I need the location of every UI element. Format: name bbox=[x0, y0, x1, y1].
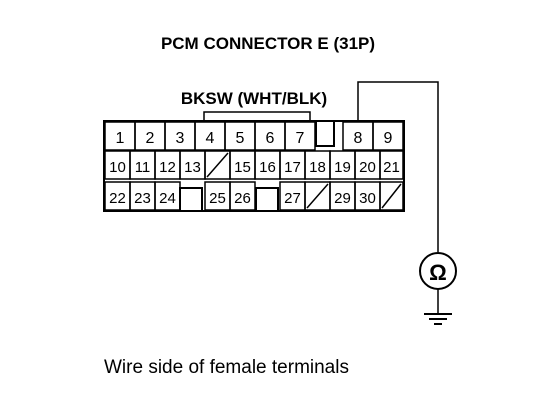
ohm-symbol: Ω bbox=[429, 260, 447, 285]
label-bracket bbox=[203, 111, 311, 122]
keyway-notch bbox=[179, 187, 203, 210]
caption: Wire side of female terminals bbox=[104, 357, 349, 378]
terminal-label: 1 bbox=[116, 130, 125, 147]
terminal-label: 21 bbox=[383, 159, 400, 176]
terminal-label: 11 bbox=[135, 159, 151, 176]
probe-wire bbox=[357, 81, 439, 252]
terminal-label: 4 bbox=[206, 130, 215, 147]
terminal-label: 24 bbox=[159, 190, 176, 207]
terminal-label: 18 bbox=[309, 159, 326, 176]
terminal-label: 22 bbox=[109, 190, 126, 207]
terminal-label: 2 bbox=[146, 130, 155, 147]
terminal-label: 5 bbox=[236, 130, 245, 147]
terminal-label: 27 bbox=[284, 190, 301, 207]
terminal-9 bbox=[372, 121, 404, 151]
terminal-label: 23 bbox=[134, 190, 151, 207]
empty-slash bbox=[206, 152, 229, 178]
terminal-21 bbox=[379, 150, 404, 180]
terminal-label: 26 bbox=[234, 190, 251, 207]
ground-icon bbox=[424, 289, 452, 325]
terminal-label: 30 bbox=[359, 190, 376, 207]
terminal-label: 9 bbox=[384, 130, 393, 147]
signal-label: BKSW (WHT/BLK) bbox=[181, 89, 327, 108]
empty-slash bbox=[306, 183, 329, 209]
terminal-label: 20 bbox=[359, 159, 376, 176]
terminal-label: 6 bbox=[266, 130, 275, 147]
terminal-label: 13 bbox=[184, 159, 201, 176]
diagram-title: PCM CONNECTOR E (31P) bbox=[161, 34, 375, 53]
locking-tab bbox=[315, 122, 335, 147]
terminal-label: 16 bbox=[259, 159, 276, 176]
terminal-label: 10 bbox=[109, 159, 126, 176]
row-3: 22 23 24 25 26 27 29 30 bbox=[104, 181, 404, 211]
terminal-label: 8 bbox=[354, 130, 363, 147]
terminal-label: 12 bbox=[159, 159, 176, 176]
terminal-label: 7 bbox=[296, 130, 305, 147]
terminal-label: 15 bbox=[234, 159, 251, 176]
row-2: 10 11 12 13 15 16 17 18 19 20 21 bbox=[104, 150, 404, 180]
terminal-label: 17 bbox=[284, 159, 301, 176]
terminal-label: 29 bbox=[334, 190, 351, 207]
terminal-label: 3 bbox=[176, 130, 185, 147]
connector-body bbox=[103, 120, 405, 212]
empty-slash bbox=[381, 183, 402, 209]
terminal-label: 19 bbox=[334, 159, 351, 176]
ohmmeter-icon: Ω bbox=[419, 252, 457, 290]
terminal-label: 25 bbox=[209, 190, 226, 207]
terminal-empty bbox=[379, 181, 404, 211]
keyway-notch bbox=[255, 187, 279, 210]
row-1: 1 2 3 4 5 6 7 8 9 bbox=[104, 121, 404, 151]
